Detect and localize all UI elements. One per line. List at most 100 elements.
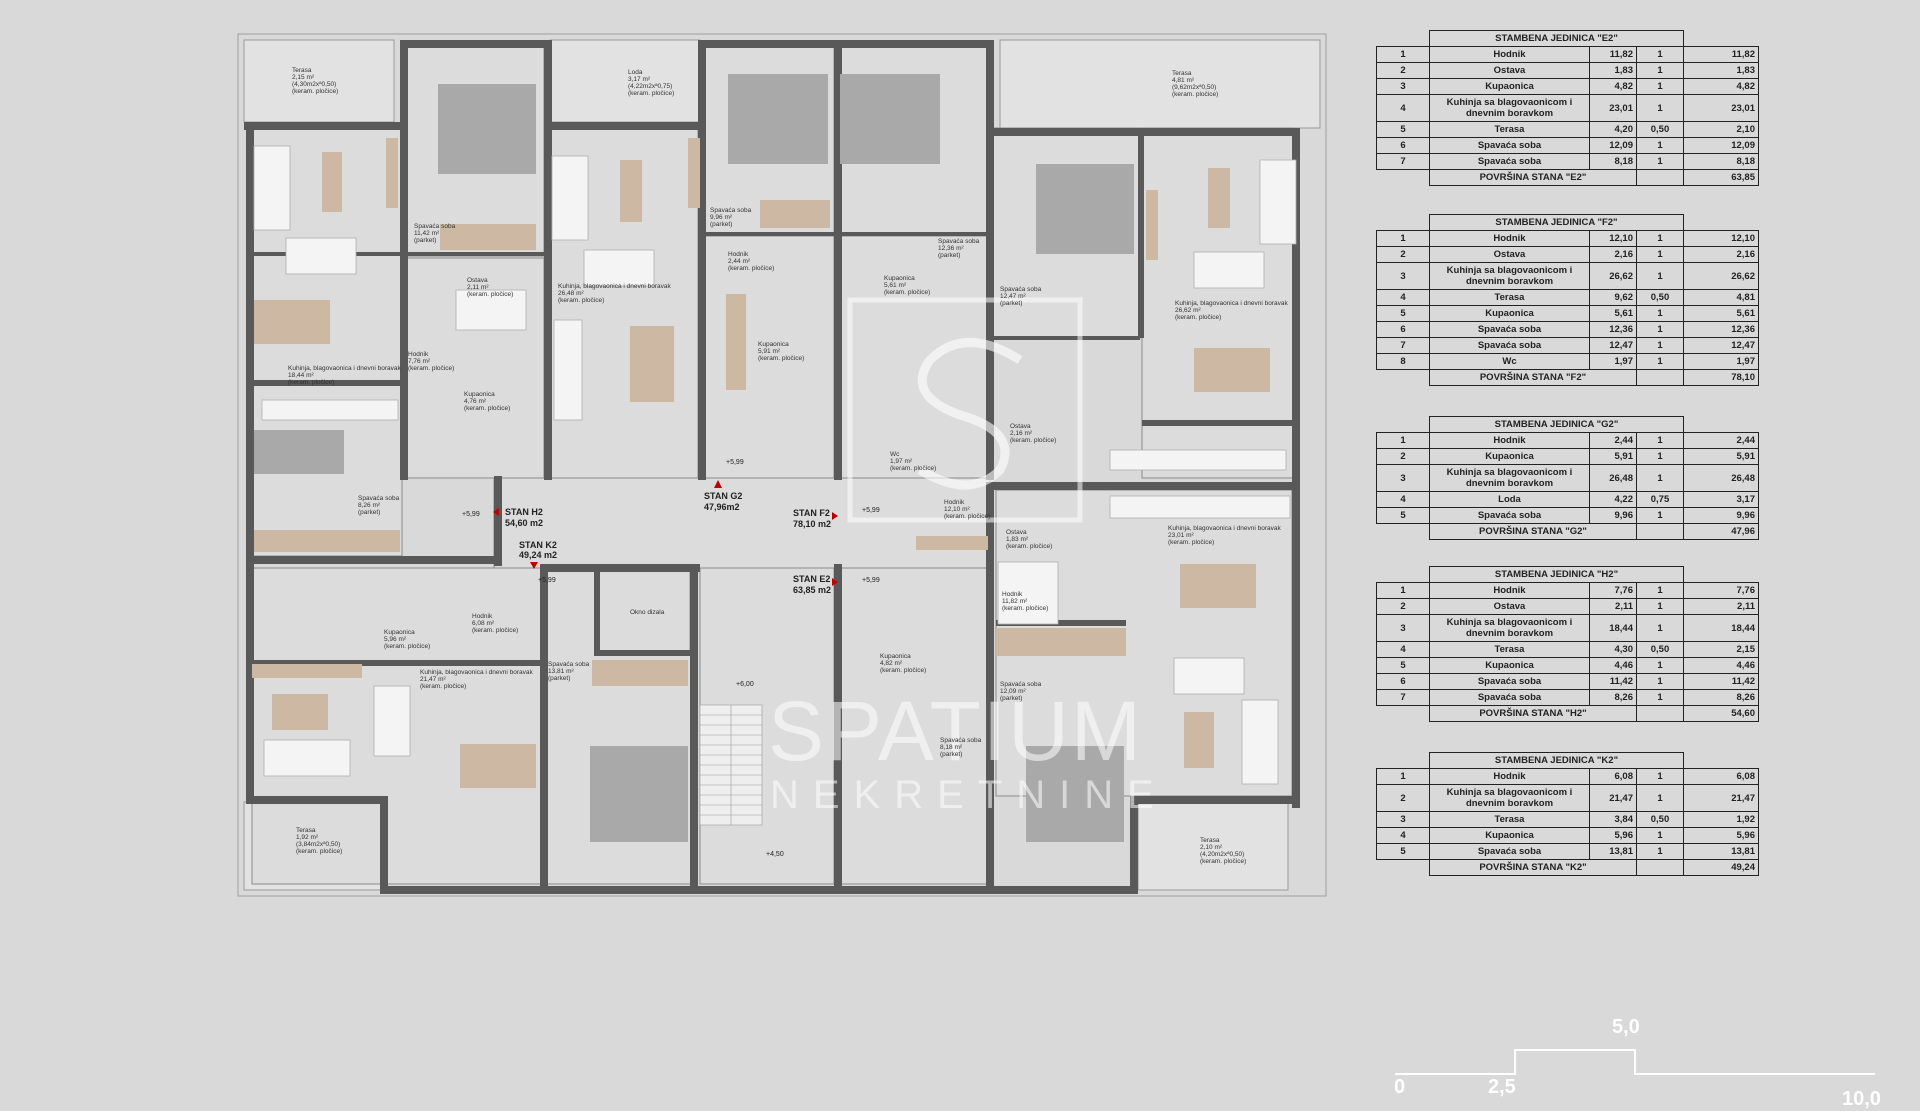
row-number: 4 [1376, 289, 1430, 306]
room-label-line: Hodnik [472, 613, 493, 620]
room-total: 2,44 [1683, 432, 1759, 449]
room-area: 26,48 [1589, 464, 1637, 492]
room-label-line: (3,84m2xª0,50) [296, 841, 340, 848]
unit-area: 47,96m2 [704, 502, 740, 512]
row-number: 3 [1376, 464, 1430, 492]
room-label-line: (keram. pločice) [1006, 543, 1052, 550]
room-label-line: 8,26 m² [358, 502, 381, 509]
coefficient: 1 [1636, 246, 1684, 263]
room-label-line: Loda [628, 69, 643, 76]
room-label-line: Kupaonica [758, 341, 789, 348]
sum-value: 54,60 [1683, 705, 1759, 722]
room-name: Spavaća soba [1429, 507, 1590, 524]
blank-cell [1377, 706, 1430, 722]
room-area: 11,82 [1589, 46, 1637, 63]
coefficient: 1 [1636, 689, 1684, 706]
room-label-line: (keram. pločice) [467, 291, 513, 298]
entrance-marker [493, 508, 499, 516]
room-label-line: (keram. pločice) [1010, 437, 1056, 444]
room-label-line: Kupaonica [464, 391, 495, 398]
room-label-line: 4,76 m² [464, 398, 487, 405]
coefficient: 1 [1636, 78, 1684, 95]
level-mark: +5,99 [538, 577, 556, 584]
row-number: 6 [1376, 673, 1430, 690]
room-total: 6,08 [1683, 768, 1759, 785]
room-area: 4,22 [1589, 491, 1637, 508]
blank-cell [1377, 215, 1430, 231]
room-label-line: Hodnik [1002, 591, 1023, 598]
room-label-line: 2,44 m² [728, 258, 751, 265]
room-label-line: (keram. pločice) [420, 683, 466, 690]
blank-cell [1684, 31, 1759, 47]
room-name: Ostava [1429, 246, 1590, 263]
room-total: 9,96 [1683, 507, 1759, 524]
room-name: Wc [1429, 353, 1590, 370]
room-label-line: 12,47 m² [1000, 293, 1026, 300]
room-label-line: Terasa [1172, 70, 1192, 77]
room-name: Kuhinja sa blagovaonicom i dnevnim borav… [1429, 94, 1590, 122]
room-label-line: Spavaća soba [414, 223, 456, 230]
coefficient: 1 [1636, 62, 1684, 79]
room-label-line: Kuhinja, blagovaonica i dnevni boravak [288, 365, 401, 372]
room-area: 21,47 [1589, 784, 1637, 812]
room-area: 6,08 [1589, 768, 1637, 785]
room-label-line: (4,20m2xª0,50) [1200, 851, 1244, 858]
room-label-line: (keram. pločice) [472, 627, 518, 634]
room-label-line: 2,11 m² [467, 284, 489, 291]
room-name: Ostava [1429, 62, 1590, 79]
room-label-line: (keram. pločice) [628, 90, 674, 97]
coefficient: 1 [1636, 353, 1684, 370]
table-sum-row: POVRŠINA STANA "K2"49,24 [1377, 859, 1759, 876]
room-name: Kupaonica [1429, 448, 1590, 465]
room-total: 12,09 [1683, 137, 1759, 154]
coefficient: 1 [1636, 321, 1684, 338]
blank-cell [1377, 860, 1430, 876]
room-label-line: (4,30m2xª0,50) [292, 81, 336, 88]
blank-cell [1636, 369, 1684, 386]
blank-cell [1636, 523, 1684, 540]
room-area: 12,10 [1589, 230, 1637, 247]
unit-label: STAN E2 [793, 574, 830, 584]
blank-cell [1636, 859, 1684, 876]
room-total: 26,48 [1683, 464, 1759, 492]
room-total: 13,81 [1683, 843, 1759, 860]
row-number: 3 [1376, 811, 1430, 828]
room-name: Terasa [1429, 289, 1590, 306]
room-label-line: Spavaća soba [1000, 681, 1042, 688]
room-label-line: Hodnik [944, 499, 965, 506]
room-label-line: 23,01 m² [1168, 532, 1194, 539]
table-sum-row: POVRŠINA STANA "F2"78,10 [1377, 369, 1759, 386]
room-label-line: (keram. pločice) [292, 88, 338, 95]
room-label-line: (parket) [414, 237, 436, 244]
sum-label: POVRŠINA STANA "E2" [1429, 169, 1637, 186]
row-number: 2 [1376, 62, 1430, 79]
coefficient: 1 [1636, 262, 1684, 290]
blank-cell [1377, 567, 1430, 583]
coefficient: 1 [1636, 582, 1684, 599]
row-number: 7 [1376, 153, 1430, 170]
room-area: 9,96 [1589, 507, 1637, 524]
room-label-line: Kuhinja, blagovaonica i dnevni boravak [1175, 300, 1288, 307]
floor-plan: SPATIUM NEKRETNINE +5,99 +5,99 +5,99 +5,… [237, 33, 1327, 897]
room-area: 2,16 [1589, 246, 1637, 263]
coefficient: 1 [1636, 337, 1684, 354]
room-label-line: 7,76 m² [408, 358, 431, 365]
room-label-line: Kupaonica [880, 653, 911, 660]
level-marks: +5,99 +5,99 +5,99 +5,99 +5,99 +6,00 +4,5… [462, 459, 880, 858]
room-label-line: (keram. pločice) [288, 379, 334, 386]
row-number: 2 [1376, 598, 1430, 615]
blank-cell [1377, 524, 1430, 540]
sum-value: 78,10 [1683, 369, 1759, 386]
coefficient: 1 [1636, 230, 1684, 247]
room-area: 2,44 [1589, 432, 1637, 449]
room-label-line: (parket) [938, 252, 960, 259]
